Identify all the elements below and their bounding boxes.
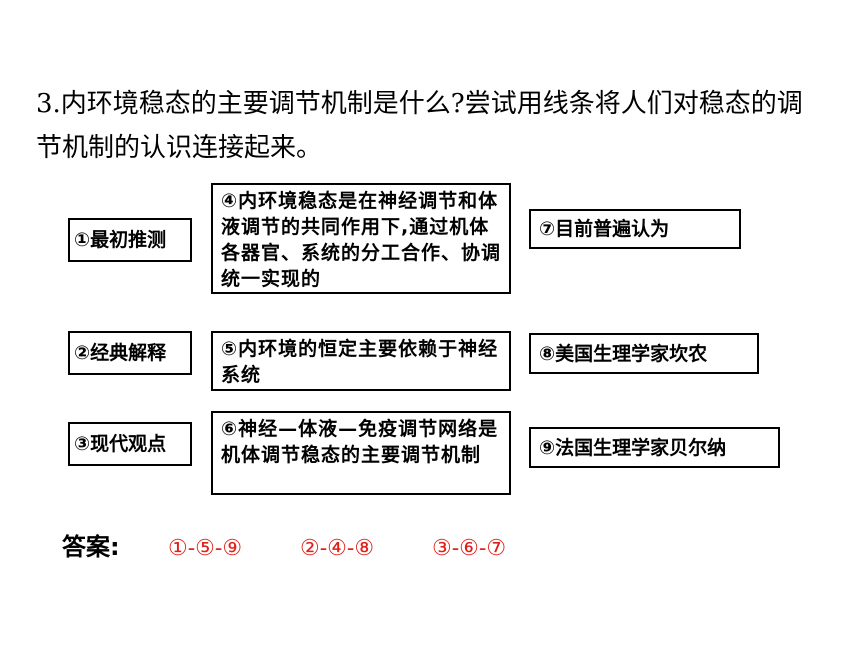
answer-label: 答案: (62, 533, 120, 561)
left-box-modern-view: ③现代观点 (68, 422, 192, 466)
middle-box-5: ⑤内环境的恒定主要依赖于神经系统 (211, 331, 511, 391)
right-box-current-view: ⑦目前普遍认为 (529, 209, 741, 249)
question-text: 3.内环境稳态的主要调节机制是什么?尝试用线条将人们对稳态的调节机制的认识连接起… (36, 89, 803, 163)
right-box-cannon: ⑧美国生理学家坎农 (529, 333, 759, 374)
answer-pair-2: ②-④-⑧ (300, 536, 375, 561)
answer-pair-3: ③-⑥-⑦ (432, 536, 507, 561)
middle-box-6: ⑥神经—体液—免疫调节网络是机体调节稳态的主要调节机制 (211, 411, 511, 495)
answer-pair-1: ①-⑤-⑨ (168, 536, 243, 561)
left-box-initial-guess: ①最初推测 (68, 218, 192, 262)
left-box-classic-explanation: ②经典解释 (68, 331, 192, 375)
right-box-bernard: ⑨法国生理学家贝尔纳 (529, 427, 780, 468)
middle-box-4: ④内环境稳态是在神经调节和体液调节的共同作用下,通过机体各器官、系统的分工合作、… (211, 183, 511, 294)
